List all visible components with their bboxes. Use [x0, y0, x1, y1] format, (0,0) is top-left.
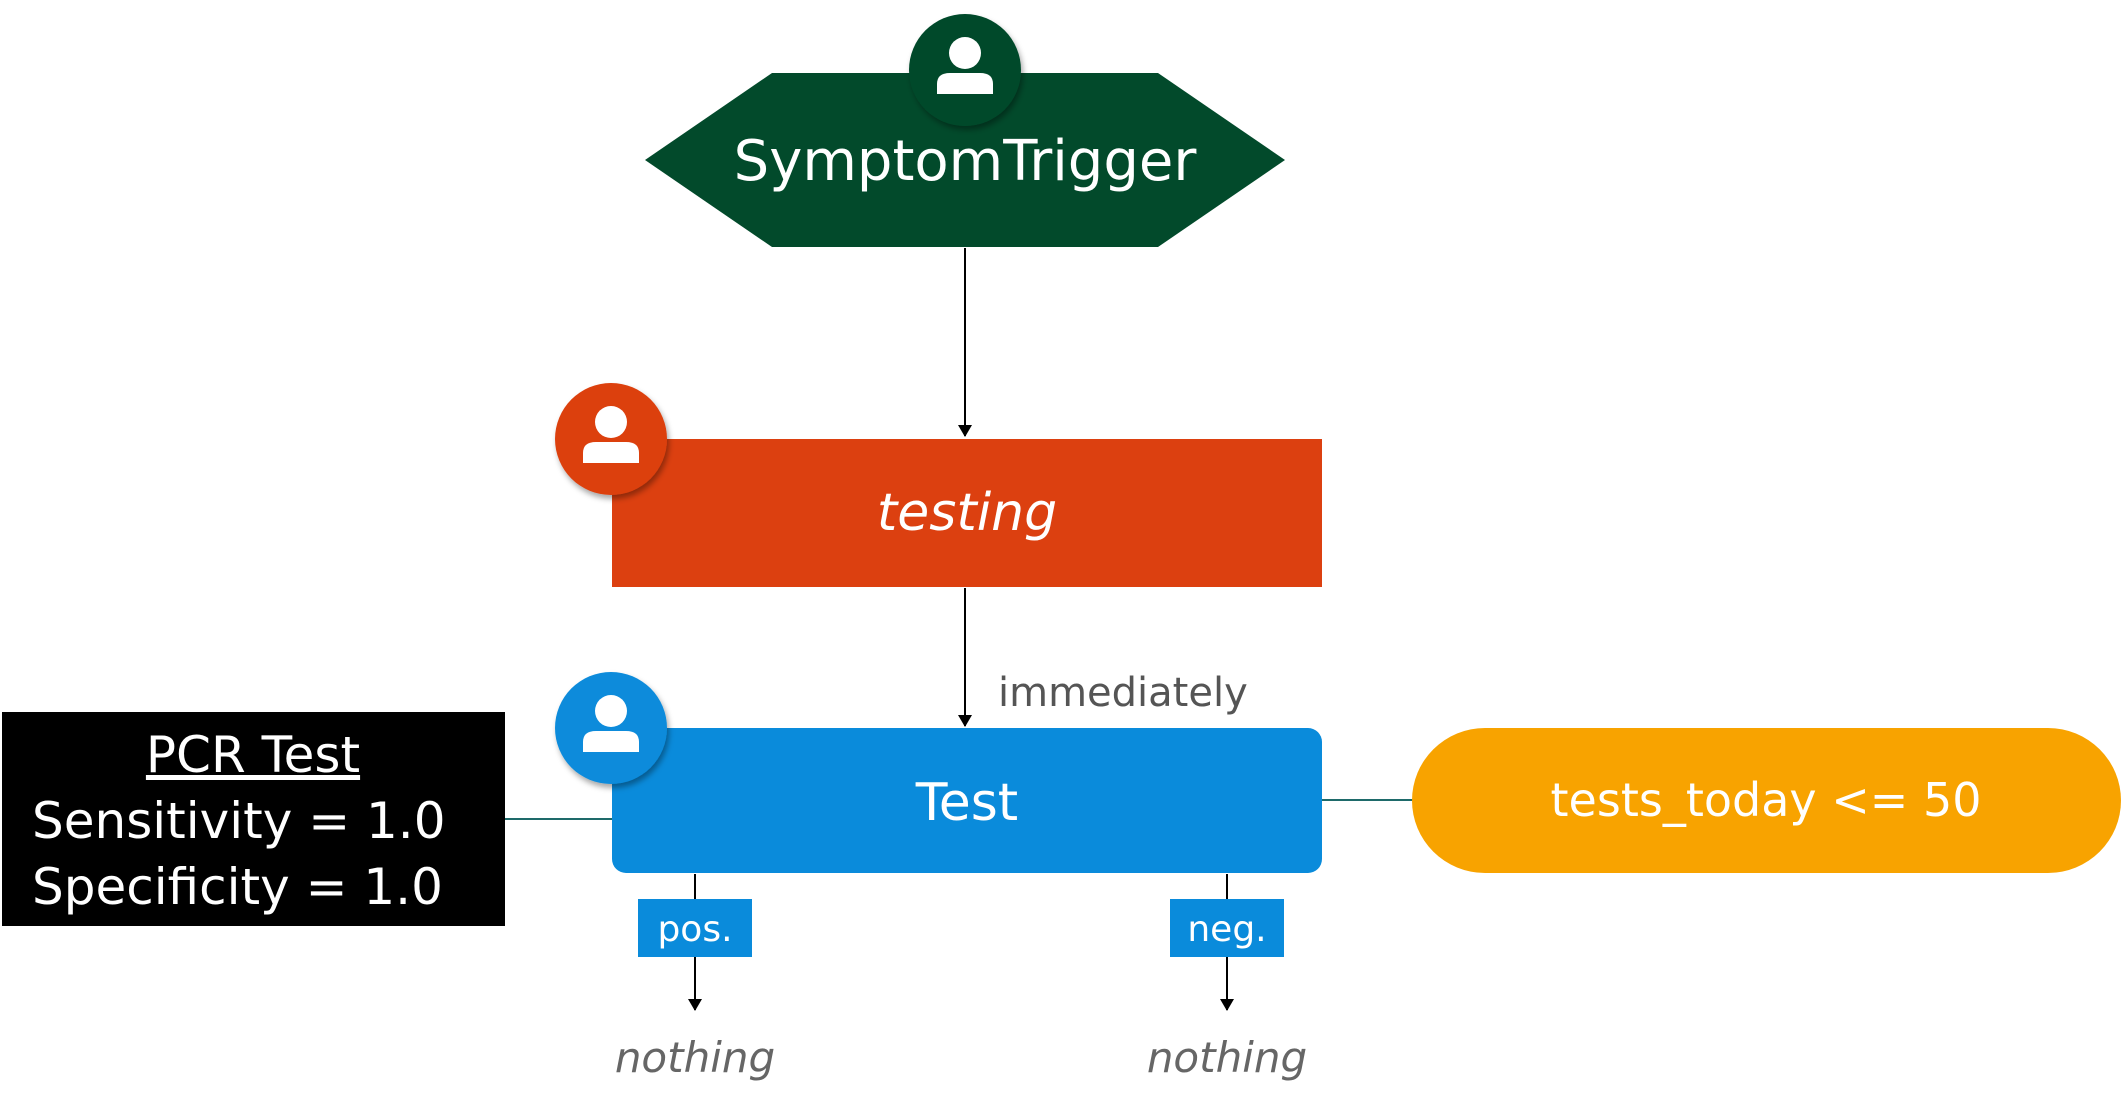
info-box-line-specificity: Specificity = 1.0 [32, 858, 443, 916]
symptom-trigger-node[interactable]: SymptomTrigger [645, 73, 1285, 247]
trigger-label: SymptomTrigger [734, 129, 1198, 194]
person-icon [909, 14, 1021, 126]
branch-tag-neg-label: neg. [1187, 909, 1266, 950]
condition-label: tests_today <= 50 [1551, 773, 1982, 827]
pcr-test-info-box: PCR Test Sensitivity = 1.0 Specificity =… [2, 712, 505, 926]
branch-tag-pos[interactable]: pos. [638, 899, 752, 957]
edge-label-immediately: immediately [998, 670, 1248, 716]
branch-tag-neg[interactable]: neg. [1170, 899, 1284, 957]
branch-outcome-neg: nothing [1147, 1033, 1307, 1082]
condition-node[interactable]: tests_today <= 50 [1412, 728, 2121, 873]
person-icon [555, 383, 667, 495]
trigger-hexagon [645, 73, 1285, 247]
info-box-title: PCR Test [146, 726, 360, 784]
test-node[interactable]: Test [612, 728, 1322, 873]
info-box-background [2, 712, 505, 926]
testing-state-box [612, 439, 1322, 587]
branch-tag-pos-box [638, 899, 752, 957]
test-box [612, 728, 1322, 873]
condition-pill [1412, 728, 2121, 873]
branch-outcome-pos: nothing [615, 1033, 775, 1082]
test-label: Test [915, 773, 1018, 833]
testing-state-node[interactable]: testing [612, 439, 1322, 587]
branch-tag-pos-label: pos. [657, 909, 732, 950]
testing-state-label: testing [877, 483, 1057, 543]
info-box-line-sensitivity: Sensitivity = 1.0 [32, 792, 446, 850]
person-icon [555, 672, 667, 784]
branch-tag-neg-box [1170, 899, 1284, 957]
